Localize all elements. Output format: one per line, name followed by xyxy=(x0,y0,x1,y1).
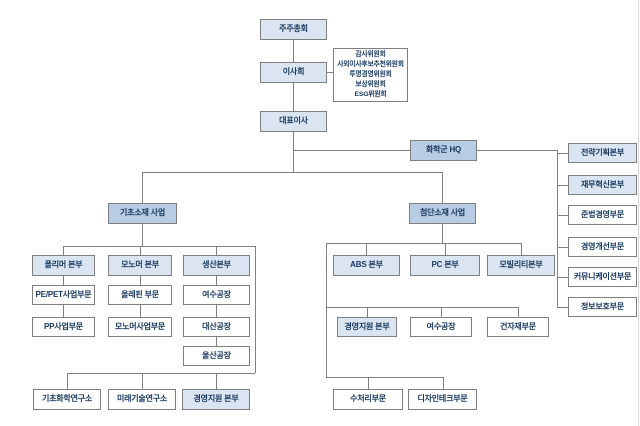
connector-line xyxy=(326,377,443,378)
connector-line xyxy=(67,373,255,374)
node-production-hq: 생산본부 xyxy=(183,255,250,276)
connector-line xyxy=(140,246,141,255)
connector-line xyxy=(557,277,568,278)
committee-item: 보상위원회 xyxy=(355,81,386,89)
connector-line xyxy=(326,243,327,377)
connector-line xyxy=(142,373,143,389)
connector-line xyxy=(442,172,443,203)
connector-line xyxy=(293,132,294,172)
connector-line xyxy=(67,373,68,389)
node-board-of-directors: 이사회 xyxy=(260,62,327,83)
node-mobility-hq: 모빌리티본부 xyxy=(487,255,555,276)
connector-line xyxy=(326,243,521,244)
node-pp-division: PP사업부문 xyxy=(32,317,95,337)
connector-line xyxy=(557,247,568,248)
committee-item: 투명경영위원회 xyxy=(349,70,392,78)
node-communication-division: 커뮤니케이션부문 xyxy=(568,267,637,287)
node-design-tech-division: 디자인테크부문 xyxy=(408,389,477,410)
committee-item: ESG위원회 xyxy=(354,91,387,99)
connector-line xyxy=(255,246,256,373)
connector-line xyxy=(140,276,141,285)
connector-line xyxy=(521,243,522,255)
node-finance-innovation-hq: 재무혁신본부 xyxy=(568,175,637,195)
connector-line xyxy=(367,307,368,317)
node-yeosu-plant: 여수공장 xyxy=(183,285,250,305)
node-abs-hq: ABS 본부 xyxy=(333,255,400,276)
node-monomer-hq: 모노머 본부 xyxy=(108,255,172,276)
connector-line xyxy=(557,150,558,307)
connector-line xyxy=(442,224,443,243)
node-management-support-hq-basic: 경영지원 본부 xyxy=(182,389,250,410)
connector-line xyxy=(518,307,519,317)
node-chemical-group-hq: 화학군 HQ xyxy=(410,140,477,161)
node-compliance-division: 준법경영부문 xyxy=(568,205,637,225)
node-ulsan-plant: 울산공장 xyxy=(183,346,250,366)
connector-line xyxy=(63,276,64,285)
node-ceo: 대표이사 xyxy=(260,111,327,132)
node-pc-hq: PC 본부 xyxy=(410,255,480,276)
connector-line xyxy=(216,337,217,346)
committee-item: 사외이사후보추천위원회 xyxy=(337,60,404,68)
connector-line xyxy=(142,172,442,173)
connector-line xyxy=(293,83,294,111)
connector-line xyxy=(293,40,294,62)
connector-line xyxy=(557,153,568,154)
node-shareholders-meeting: 주주총회 xyxy=(260,19,327,40)
node-daesan-plant: 대산공장 xyxy=(183,317,250,337)
connector-line xyxy=(327,72,333,73)
connector-line xyxy=(142,224,143,246)
node-construction-materials-division: 건자재부문 xyxy=(487,317,549,337)
connector-line xyxy=(366,243,367,255)
node-board-committees: 감사위원회 사외이사후보추천위원회 투명경영위원회 보상위원회 ESG위원회 xyxy=(333,48,408,102)
connector-line xyxy=(63,246,64,255)
connector-line xyxy=(63,305,64,317)
connector-line xyxy=(326,307,518,308)
connector-line xyxy=(63,246,255,247)
connector-line xyxy=(142,172,143,203)
node-advanced-materials-business: 첨단소재 사업 xyxy=(409,203,476,224)
node-management-support-hq-advanced: 경영지원 본부 xyxy=(337,317,397,337)
connector-line xyxy=(477,150,557,151)
committee-item: 감사위원회 xyxy=(355,50,386,58)
connector-line xyxy=(368,377,369,389)
node-yeosu-plant-advanced: 여수공장 xyxy=(410,317,472,337)
connector-line xyxy=(216,246,217,255)
node-olefin-division: 올레핀 부문 xyxy=(108,285,172,305)
node-basic-materials-business: 기초소재 사업 xyxy=(108,203,177,224)
connector-line xyxy=(441,307,442,317)
connector-line xyxy=(293,150,410,151)
node-basic-chemical-research-institute: 기초화학연구소 xyxy=(33,389,101,410)
connector-line xyxy=(140,305,141,317)
node-strategy-planning-hq: 전략기획본부 xyxy=(568,143,637,163)
node-pe-pet-division: PE/PET사업부문 xyxy=(32,285,95,305)
node-polymer-hq: 폴리머 본부 xyxy=(32,255,95,276)
connector-line xyxy=(557,307,568,308)
node-water-treatment-division: 수처리부문 xyxy=(333,389,403,410)
connector-line xyxy=(557,185,568,186)
connector-line xyxy=(445,243,446,255)
connector-line xyxy=(216,373,217,389)
connector-line xyxy=(443,377,444,389)
page-right-border xyxy=(638,0,639,426)
connector-line xyxy=(216,276,217,285)
node-management-improvement-division: 경영개선부문 xyxy=(568,237,637,257)
node-information-security-division: 정보보호부문 xyxy=(568,297,637,317)
connector-line xyxy=(216,305,217,317)
node-monomer-business-division: 모노머사업부문 xyxy=(108,317,172,337)
node-future-technology-research-institute: 미래기술연구소 xyxy=(108,389,176,410)
connector-line xyxy=(557,215,568,216)
